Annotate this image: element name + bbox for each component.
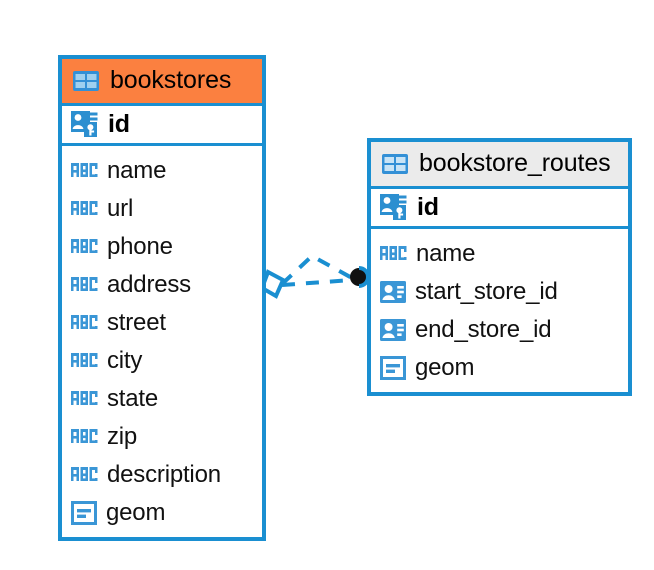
text-type-icon xyxy=(71,200,98,218)
field-label: zip xyxy=(107,423,138,450)
field-row-end-store-id[interactable]: end_store_id xyxy=(371,311,628,349)
primary-key-icon xyxy=(71,110,99,138)
entity-title: bookstore_routes xyxy=(419,149,611,177)
field-list-bookstore-routes: name start_store_id xyxy=(371,229,628,392)
text-type-icon xyxy=(71,390,98,408)
text-type-icon xyxy=(71,314,98,332)
field-label: name xyxy=(107,157,167,184)
field-row-address[interactable]: address xyxy=(62,266,262,304)
filled-circle-marker xyxy=(350,266,370,288)
field-row-url[interactable]: url xyxy=(62,190,262,228)
entity-header-bookstores[interactable]: bookstores xyxy=(62,59,262,103)
foreign-key-icon xyxy=(380,318,406,342)
entity-bookstore-routes[interactable]: bookstore_routes id xyxy=(367,138,632,396)
field-label: state xyxy=(107,385,159,412)
field-row-city[interactable]: city xyxy=(62,342,262,380)
relationship-line-upper xyxy=(280,253,353,286)
table-icon xyxy=(72,69,100,93)
text-type-icon xyxy=(71,276,98,294)
text-type-icon xyxy=(380,245,407,263)
field-row-start-store-id[interactable]: start_store_id xyxy=(371,273,628,311)
field-label: geom xyxy=(106,499,166,526)
text-type-icon xyxy=(71,352,98,370)
text-type-icon xyxy=(71,162,98,180)
field-label: description xyxy=(107,461,221,488)
field-list-bookstores: name xyxy=(62,146,262,537)
entity-header-bookstore-routes[interactable]: bookstore_routes xyxy=(371,142,628,186)
geometry-type-icon xyxy=(71,501,97,525)
primary-key-row-bookstores[interactable]: id xyxy=(62,103,262,146)
field-row-geom[interactable]: geom xyxy=(62,494,262,532)
field-row-phone[interactable]: phone xyxy=(62,228,262,266)
relationship-line-lower xyxy=(281,278,353,287)
field-label: city xyxy=(107,347,143,374)
field-row-name[interactable]: name xyxy=(371,235,628,273)
entity-bookstores[interactable]: bookstores id xyxy=(58,55,266,541)
field-label: url xyxy=(107,195,134,222)
field-row-name[interactable]: name xyxy=(62,152,262,190)
field-label: geom xyxy=(415,354,475,381)
foreign-key-icon xyxy=(380,280,406,304)
field-label: end_store_id xyxy=(415,316,552,343)
text-type-icon xyxy=(71,466,98,484)
text-type-icon xyxy=(71,238,98,256)
field-row-geom[interactable]: geom xyxy=(371,349,628,387)
table-icon xyxy=(381,152,409,176)
field-row-street[interactable]: street xyxy=(62,304,262,342)
primary-key-icon xyxy=(380,193,408,221)
field-label: phone xyxy=(107,233,173,260)
text-type-icon xyxy=(71,428,98,446)
field-label: start_store_id xyxy=(415,278,558,305)
field-label: address xyxy=(107,271,191,298)
geometry-type-icon xyxy=(380,356,406,380)
primary-key-label: id xyxy=(108,109,130,138)
primary-key-row-bookstore-routes[interactable]: id xyxy=(371,186,628,229)
primary-key-label: id xyxy=(417,192,439,221)
field-label: name xyxy=(416,240,476,267)
field-label: street xyxy=(107,309,166,336)
field-row-description[interactable]: description xyxy=(62,456,262,494)
field-row-state[interactable]: state xyxy=(62,380,262,418)
field-row-zip[interactable]: zip xyxy=(62,418,262,456)
entity-title: bookstores xyxy=(110,66,232,94)
